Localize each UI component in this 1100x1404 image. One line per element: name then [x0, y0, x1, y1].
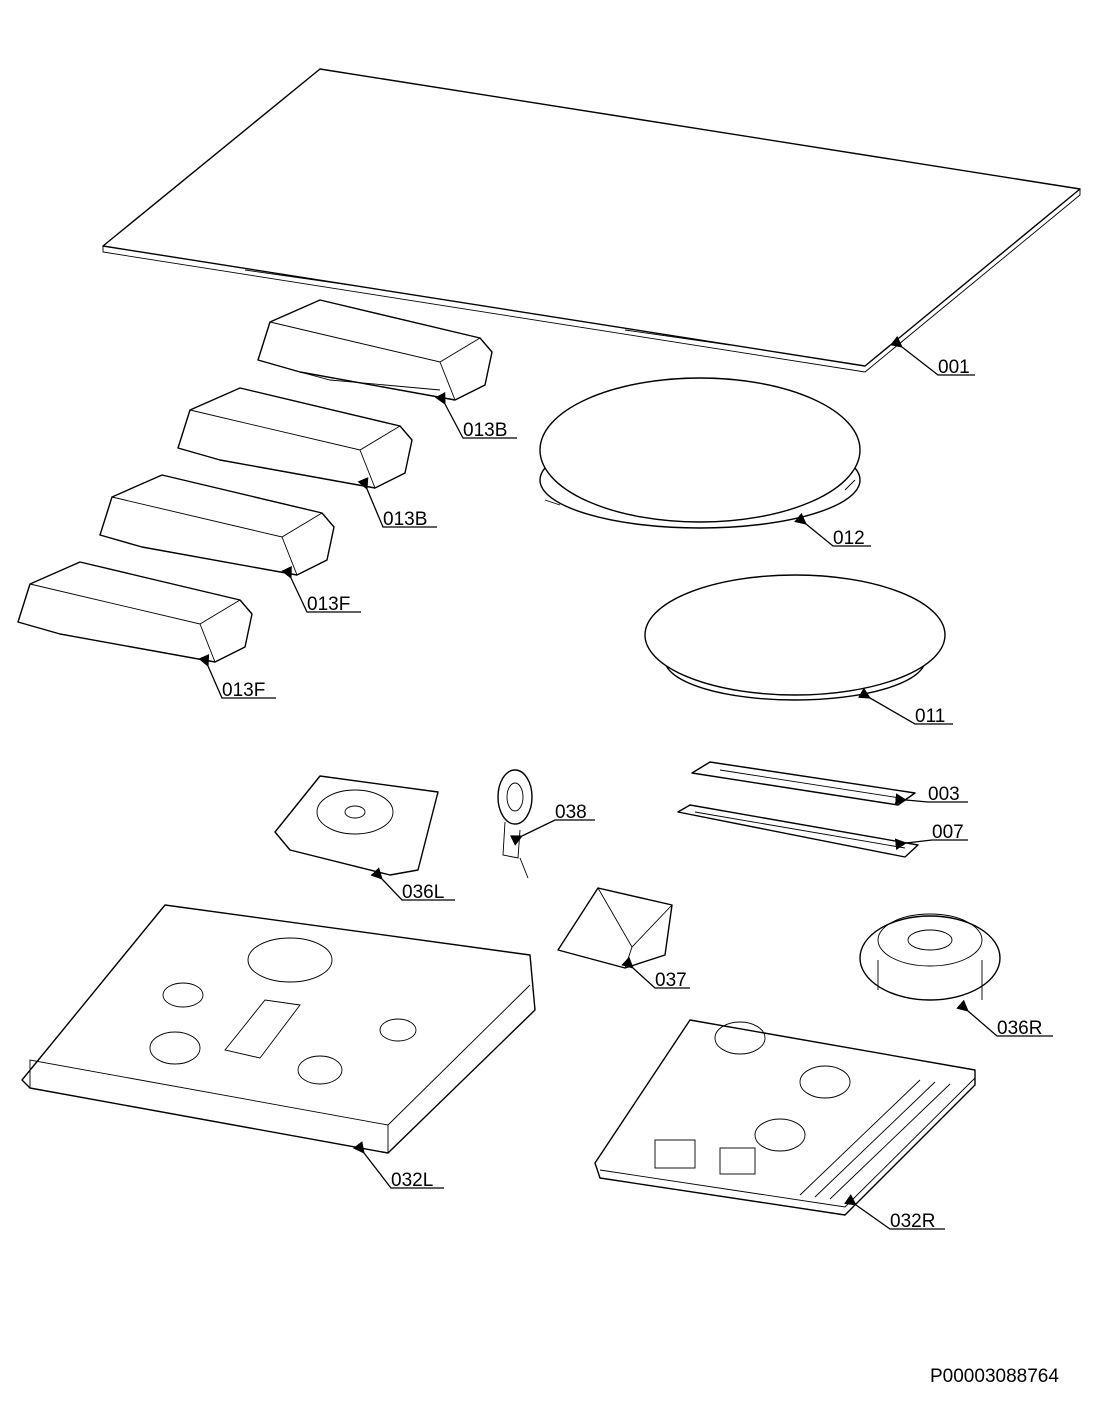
label-037: 037 [655, 970, 687, 991]
part-013b-upper-coil-bracket [257, 299, 493, 401]
label-012: 012 [833, 528, 865, 549]
label-038: 038 [555, 802, 587, 823]
label-036r: 036R [997, 1018, 1042, 1039]
part-011-round-induction-coil [644, 574, 946, 701]
part-037-terminal-block [557, 887, 673, 969]
part-036r-fan [859, 913, 1001, 1001]
leader-lines [198, 335, 1053, 1230]
part-013f-upper-coil-bracket [99, 474, 335, 576]
label-013f-upper: 013F [307, 594, 350, 615]
label-003: 003 [928, 784, 960, 805]
label-011: 011 [915, 706, 945, 727]
part-013f-lower-coil-bracket [17, 561, 253, 663]
part-013b-lower-coil-bracket [177, 387, 413, 489]
label-013b-upper: 013B [463, 420, 507, 441]
part-032r-power-board-right [594, 1019, 976, 1216]
part-003-control-board [691, 761, 916, 806]
part-012-round-induction-coil [539, 377, 861, 529]
label-001: 001 [938, 357, 970, 378]
drawing-code: P00003088764 [930, 1366, 1059, 1387]
label-032r: 032R [890, 1211, 935, 1232]
label-032l: 032L [391, 1170, 433, 1191]
label-007: 007 [932, 822, 964, 843]
part-032l-power-board-left [21, 904, 536, 1154]
label-013f-lower: 013F [222, 680, 265, 701]
part-038-ferrite-ring [497, 769, 533, 879]
label-013b-lower: 013B [383, 509, 427, 530]
part-036l-fan-module [274, 775, 439, 876]
part-007-control-frame [677, 804, 919, 858]
part-001-glass-top [102, 68, 1081, 373]
label-036l: 036L [402, 882, 444, 903]
